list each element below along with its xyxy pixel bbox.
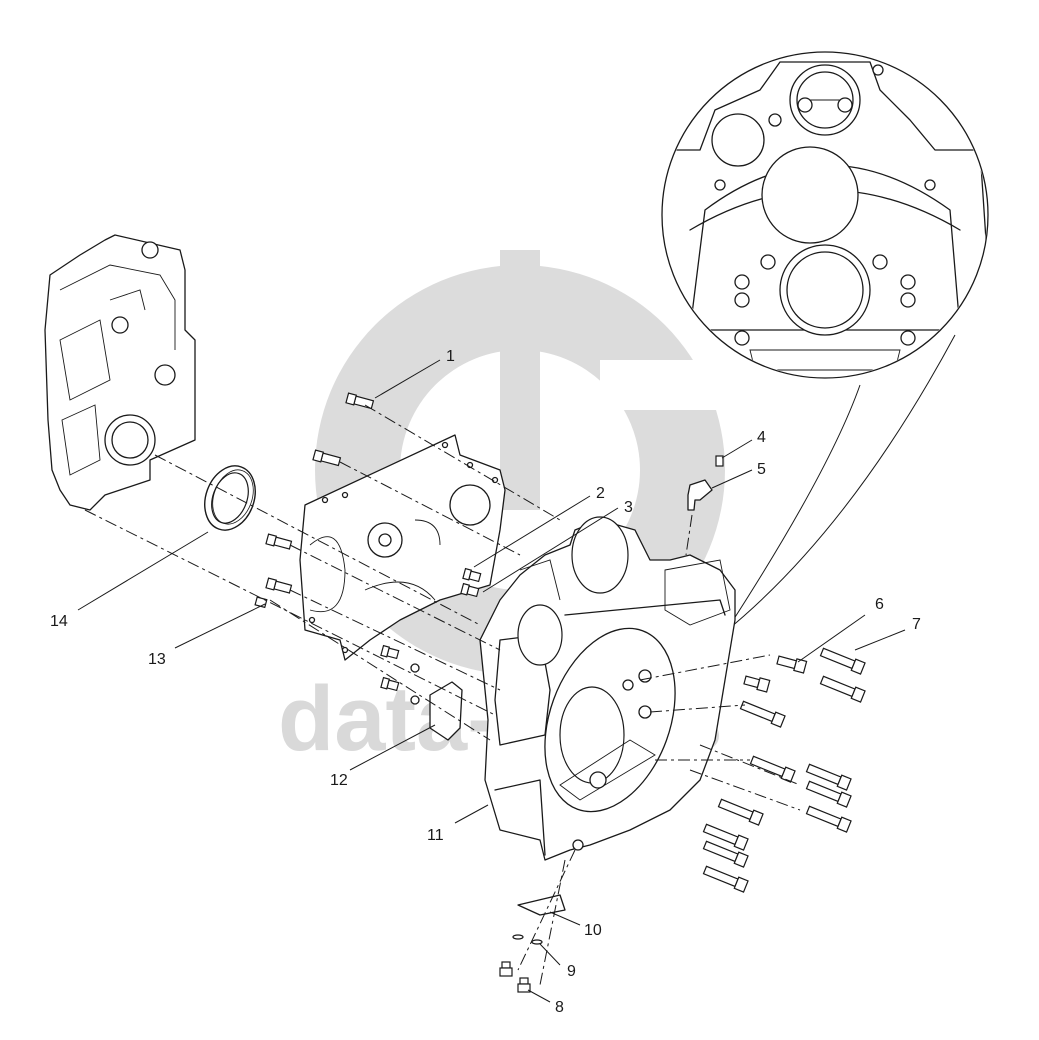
callout-11: 11	[427, 827, 444, 844]
callout-14: 14	[50, 613, 68, 630]
detail-view	[661, 51, 989, 633]
cover-plate-10	[517, 894, 566, 916]
callout-labels: 1 2 3 4 5 6 7 8 9 10 11 12 13 14	[50, 348, 921, 1016]
callout-13: 13	[148, 651, 166, 668]
callout-leaders	[77, 359, 906, 1003]
callout-6: 6	[875, 596, 884, 613]
flywheel-housing	[479, 516, 736, 861]
callout-4: 4	[757, 429, 766, 446]
callout-1: 1	[446, 348, 455, 365]
callout-9: 9	[567, 963, 576, 980]
callout-2: 2	[596, 485, 605, 502]
callout-12: 12	[330, 772, 348, 789]
callout-3: 3	[624, 499, 633, 516]
callout-5: 5	[757, 461, 766, 478]
alignment-lines	[84, 404, 801, 986]
callout-8: 8	[555, 999, 564, 1016]
callout-10: 10	[584, 922, 602, 939]
callout-7: 7	[912, 616, 921, 633]
seal-ring	[204, 465, 256, 531]
engine-block	[44, 234, 196, 511]
sensor	[685, 455, 724, 556]
